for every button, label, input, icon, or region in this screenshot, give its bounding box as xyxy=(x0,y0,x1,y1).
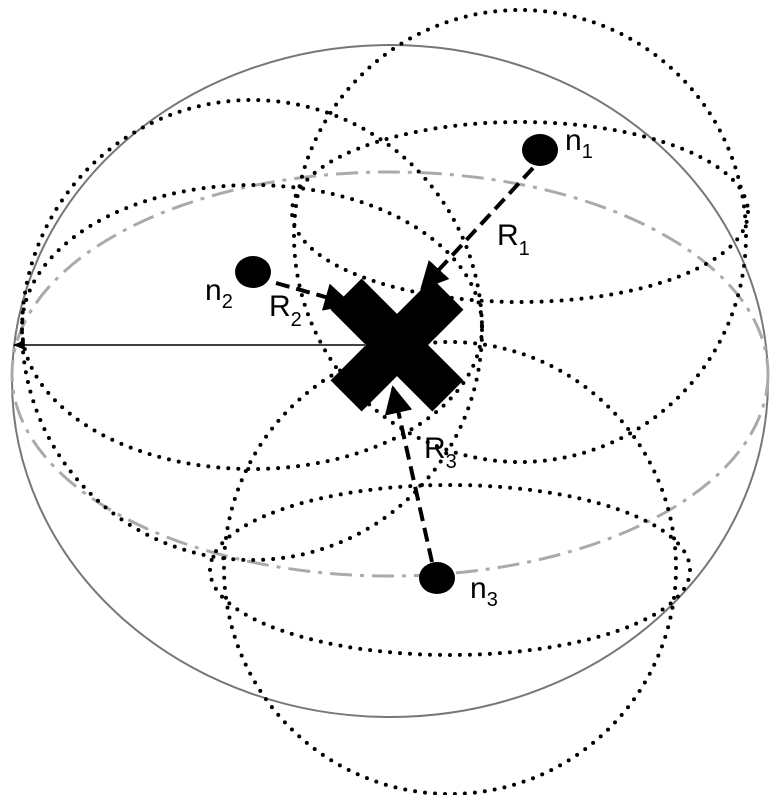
target-cross-icon xyxy=(330,278,464,412)
range-r3-label: R3 xyxy=(424,432,457,473)
node-n2-label: n2 xyxy=(205,274,233,313)
range-r1-label: R1 xyxy=(497,219,530,260)
range-r2-label: R2 xyxy=(269,290,302,331)
node-n1-label: n1 xyxy=(565,124,593,163)
range-arrow-r2 xyxy=(275,281,353,311)
node-n1-dot xyxy=(522,134,558,166)
range-arrow-r3 xyxy=(384,385,434,563)
sphere-n2-equator xyxy=(20,183,484,471)
node-n3-dot xyxy=(419,562,455,594)
node-n3-label: n3 xyxy=(470,572,498,611)
range-arrow-r1 xyxy=(420,166,535,291)
sphere-n1 xyxy=(292,8,748,464)
sphere-n3 xyxy=(222,340,678,795)
sphere-n1-equator xyxy=(290,120,750,304)
sphere-n3-equator xyxy=(208,483,692,657)
node-n2-dot xyxy=(235,256,271,288)
outer-sphere-equator xyxy=(10,170,770,578)
sphere-n2 xyxy=(20,98,484,562)
